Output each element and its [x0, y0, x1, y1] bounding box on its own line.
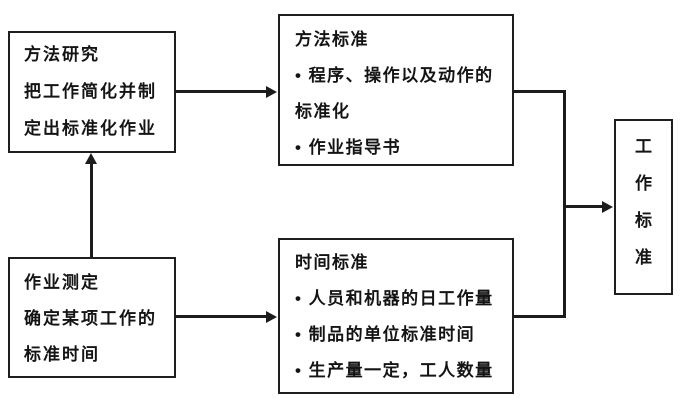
connector-time-standard-right — [514, 315, 566, 318]
work-measurement-box: 作业测定 确定某项工作的 标准时间 — [8, 257, 176, 378]
work-measurement-line: 确定某项工作的 — [24, 309, 157, 328]
arrow-work-measurement-to-time-standard-head — [266, 311, 277, 323]
method-study-line: 把工作简化并制 — [24, 82, 157, 101]
work-measurement-title: 作业测定 — [24, 273, 100, 292]
arrow-method-study-to-method-standard-head — [266, 86, 277, 98]
arrow-merge-to-work-standard-head — [602, 201, 613, 213]
time-standard-line: • 人员和机器的日工作量 — [295, 289, 494, 308]
work-standard-box: 工 作 标 准 — [614, 119, 673, 295]
method-study-line: 定出标准化作业 — [24, 119, 157, 138]
method-standard-line: 标准化 — [295, 102, 351, 121]
work-standard-char: 工 — [635, 137, 652, 156]
connector-method-standard-right — [514, 90, 566, 93]
arrow-merge-to-work-standard-line — [564, 205, 602, 208]
time-standard-line: • 生产量一定，工人数量 — [295, 361, 494, 380]
arrow-work-measurement-to-method-study-line — [90, 164, 93, 257]
method-standard-title: 方法标准 — [295, 30, 369, 49]
arrow-method-study-to-method-standard-line — [176, 90, 267, 93]
arrow-work-measurement-to-method-study-head — [85, 153, 97, 164]
method-standard-line: • 作业指导书 — [295, 138, 402, 157]
method-standard-box: 方法标准 • 程序、操作以及动作的 标准化 • 作业指导书 — [278, 14, 514, 166]
time-standard-line: • 制品的单位标准时间 — [295, 325, 476, 344]
time-standard-title: 时间标准 — [295, 253, 369, 272]
work-standard-char: 作 — [635, 174, 652, 193]
method-standard-line: • 程序、操作以及动作的 — [295, 66, 494, 85]
work-standard-char: 准 — [635, 248, 652, 267]
work-standard-char: 标 — [635, 211, 652, 230]
connector-merge-vertical — [563, 90, 566, 318]
arrow-work-measurement-to-time-standard-line — [176, 315, 267, 318]
method-study-title: 方法研究 — [24, 45, 100, 64]
work-measurement-line: 标准时间 — [24, 345, 100, 364]
method-study-box: 方法研究 把工作简化并制 定出标准化作业 — [8, 31, 176, 153]
time-standard-box: 时间标准 • 人员和机器的日工作量 • 制品的单位标准时间 • 生产量一定，工人… — [278, 238, 514, 394]
